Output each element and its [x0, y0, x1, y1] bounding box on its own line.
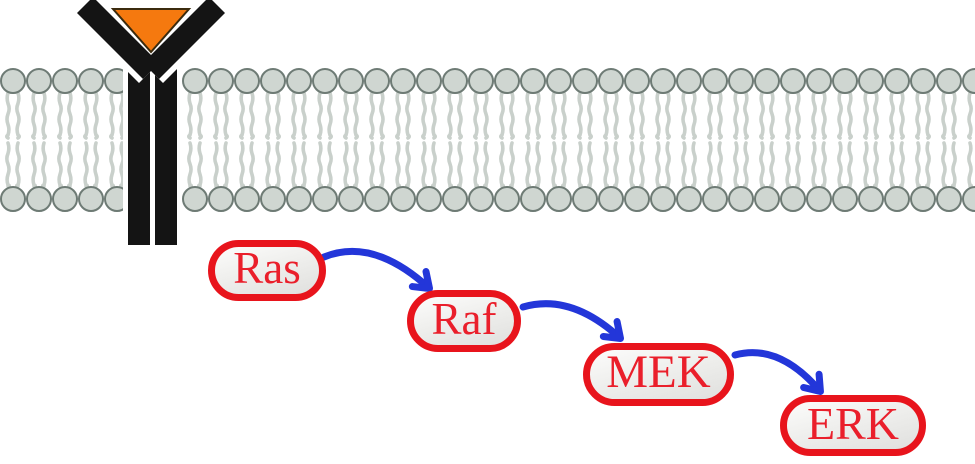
receptor-icon	[73, 0, 229, 250]
arrow-ras-to-raf	[320, 247, 434, 292]
arrow-mek-to-erk	[731, 349, 824, 396]
pathway-node-ras: Ras	[208, 240, 326, 301]
pathway-node-mek: MEK	[583, 343, 734, 406]
pathway-node-raf: Raf	[407, 290, 521, 352]
arrow-raf-to-mek	[519, 300, 625, 342]
pathway-node-erk: ERK	[780, 395, 926, 456]
ligand-triangle-icon	[110, 8, 192, 54]
cascade-arrows	[320, 247, 824, 396]
